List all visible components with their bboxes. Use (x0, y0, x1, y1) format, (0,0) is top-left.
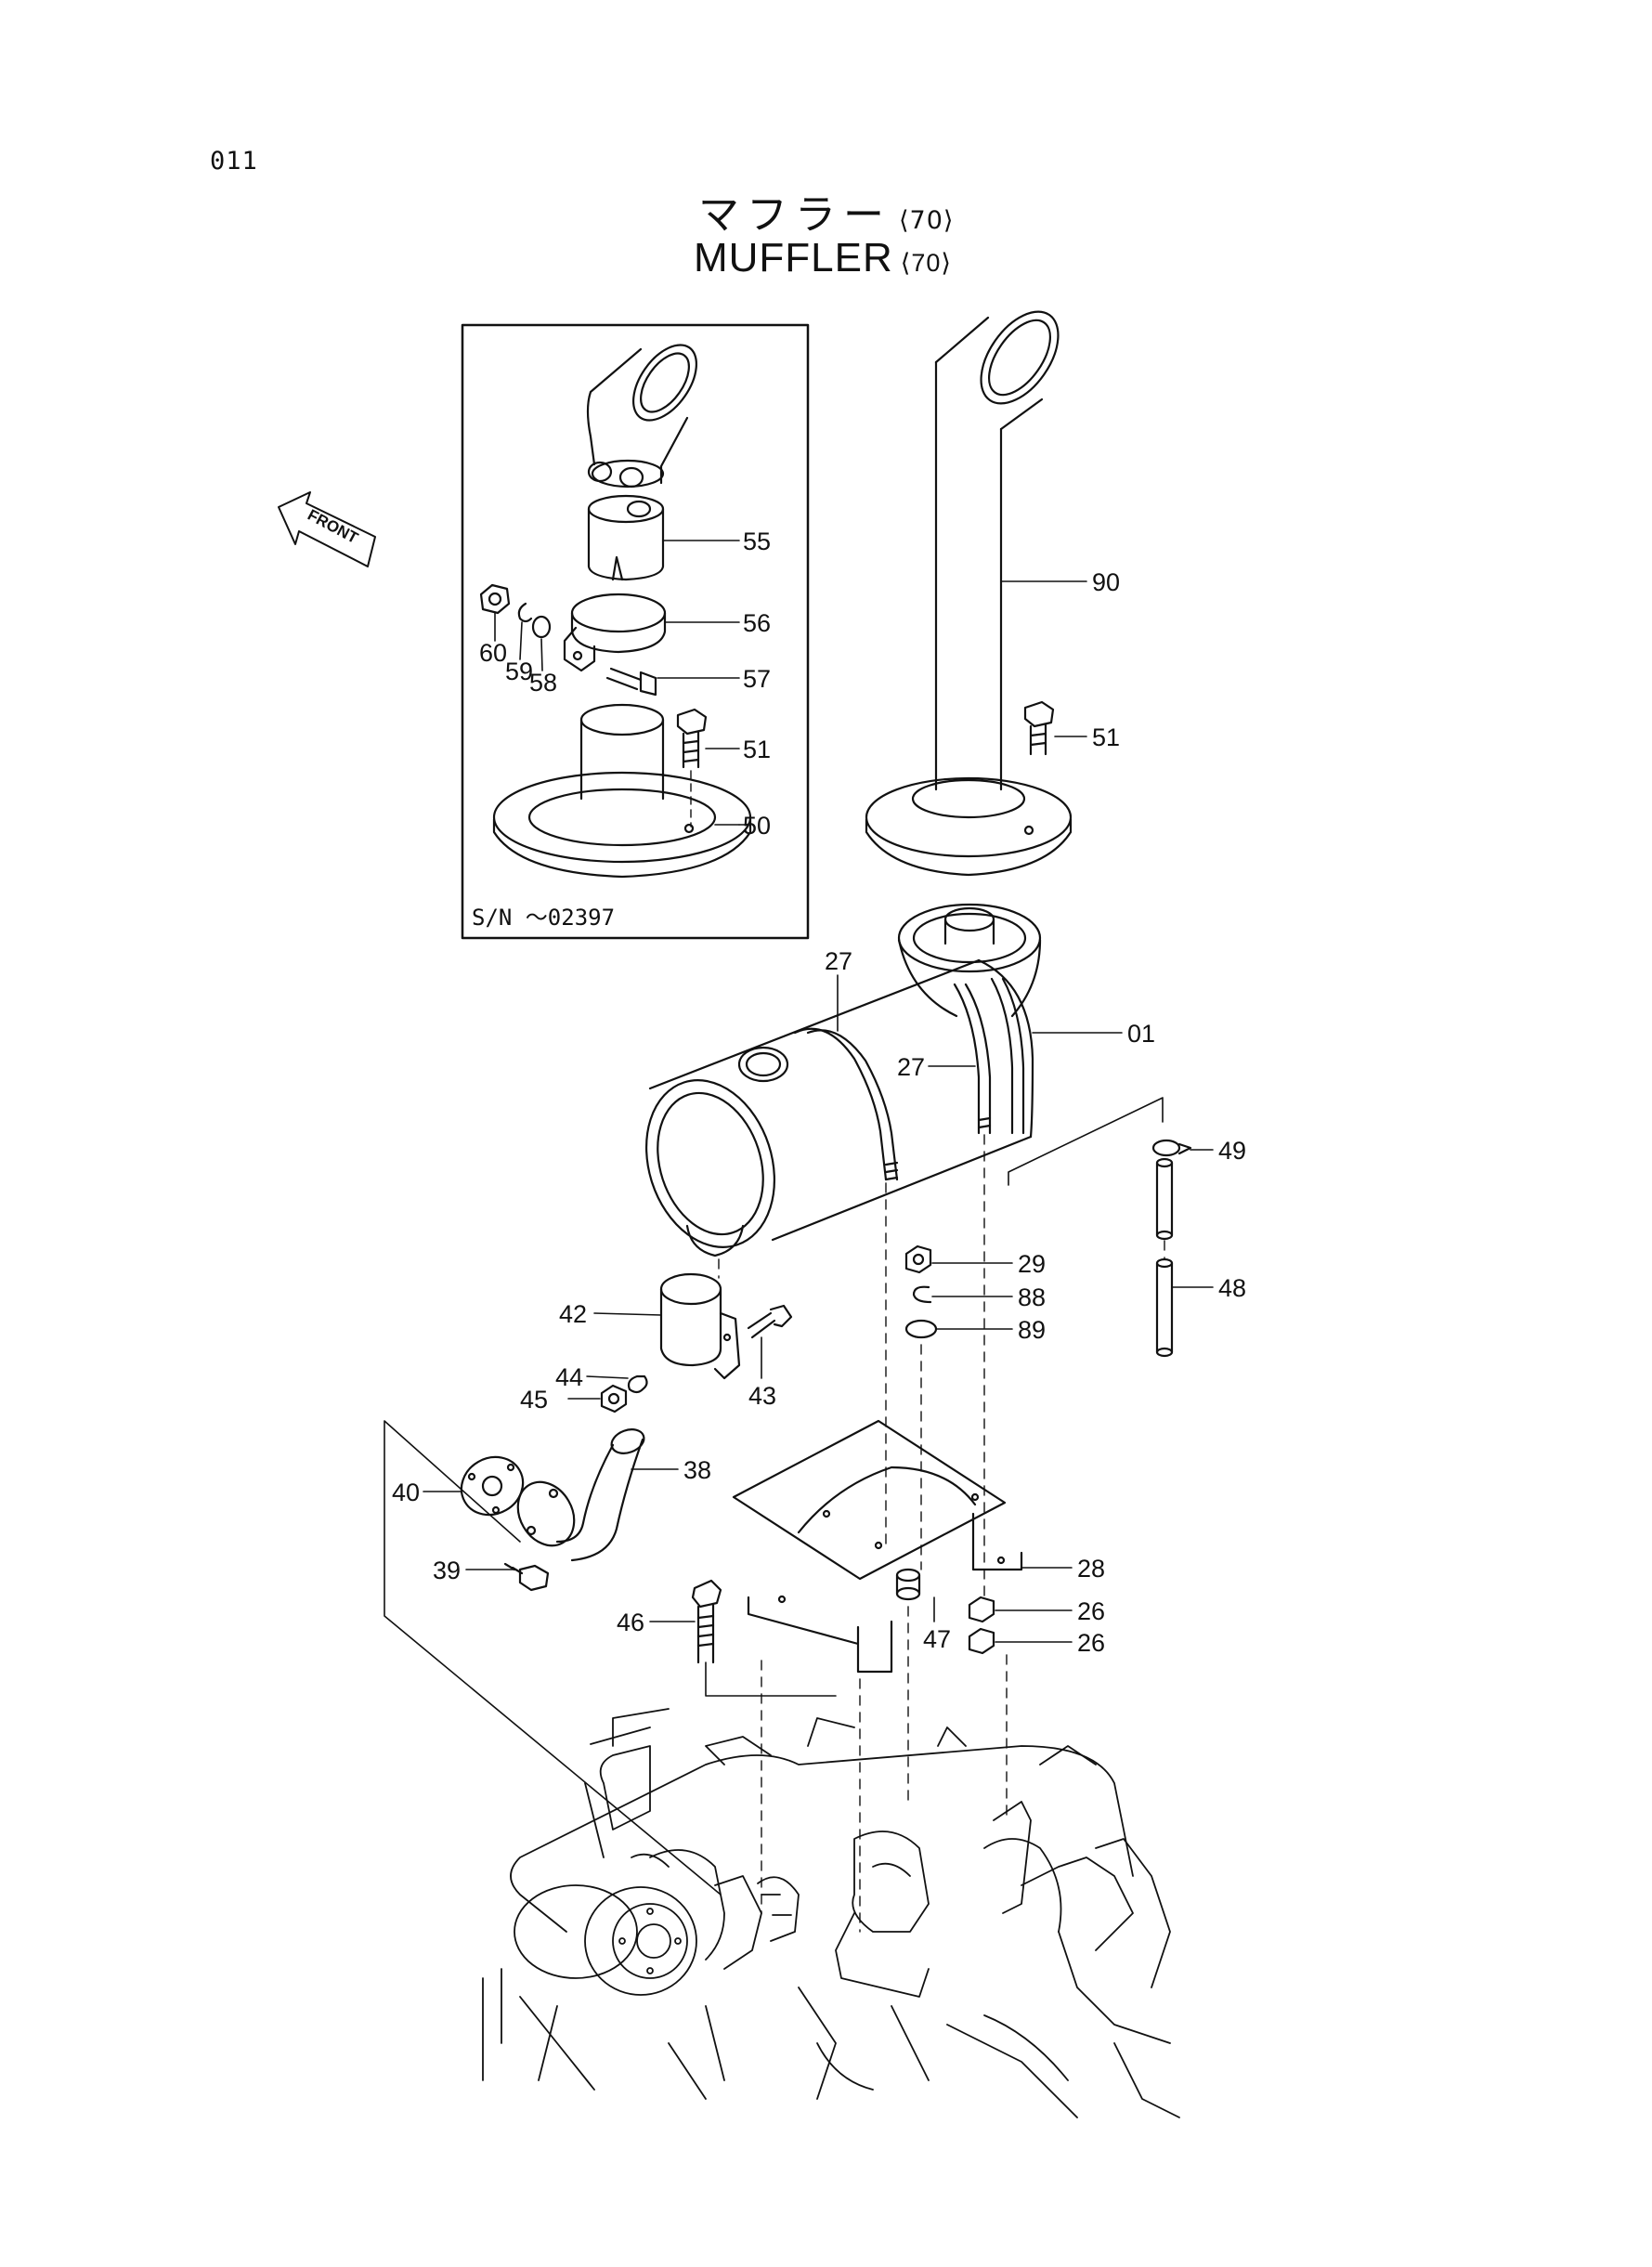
callout-58: 58 (529, 669, 557, 697)
part-48-hose-lower (1155, 1257, 1174, 1358)
part-56-clamp (563, 593, 667, 672)
part-45-nut (600, 1384, 628, 1414)
title-japanese-text: マフラー (698, 191, 891, 239)
callout-57: 57 (743, 665, 771, 693)
callout-26-upper: 26 (1077, 1597, 1105, 1625)
inset-elbow-pipe (586, 344, 698, 489)
part-88-lock-washer (912, 1285, 932, 1304)
title-english: MUFFLER⟨70⟩ (694, 235, 952, 281)
part-59-lock-washer (517, 602, 533, 623)
callout-28: 28 (1077, 1555, 1105, 1583)
part-28-bracket (732, 1419, 1023, 1674)
leader-49-frame (1008, 1097, 1164, 1186)
part-29-nut (904, 1244, 932, 1274)
callout-40: 40 (392, 1479, 420, 1506)
part-51-bolt-main (1023, 700, 1055, 756)
callout-56: 56 (743, 609, 771, 637)
part-50-flange-tube (492, 703, 752, 879)
callout-43: 43 (748, 1382, 776, 1410)
callout-90: 90 (1092, 568, 1120, 596)
callout-51-main: 51 (1092, 723, 1120, 751)
part-26-nut-upper (968, 1596, 995, 1623)
callout-50: 50 (743, 812, 771, 840)
part-39-bolt (503, 1562, 550, 1592)
callout-01: 01 (1127, 1020, 1155, 1048)
leader-42 (593, 1312, 662, 1316)
part-40-gasket (460, 1455, 525, 1517)
engine-block-sketch (482, 1708, 1180, 2118)
leader-46-frame (705, 1661, 837, 1697)
part-27-u-bolt-front (793, 1027, 899, 1181)
callout-60: 60 (479, 639, 507, 667)
part-51-bolt-inset (676, 708, 708, 769)
leader-58 (540, 638, 543, 671)
part-49-clamp (1151, 1139, 1192, 1157)
callout-39: 39 (433, 1557, 461, 1584)
callout-55: 55 (743, 528, 771, 555)
alignment-dash-lines (718, 1134, 1165, 1933)
part-01-muffler (644, 903, 1042, 1257)
part-27-u-bolt-rear (953, 977, 1025, 1135)
leader-59 (519, 621, 523, 660)
part-58-washer (531, 615, 552, 639)
inset-frame (461, 323, 810, 940)
callout-29: 29 (1018, 1250, 1046, 1278)
callout-45: 45 (520, 1386, 548, 1414)
part-26-nut-lower (968, 1627, 995, 1655)
title-english-code: ⟨70⟩ (900, 249, 952, 277)
title-english-text: MUFFLER (694, 235, 893, 280)
callout-44: 44 (555, 1363, 583, 1391)
callout-89: 89 (1018, 1316, 1046, 1344)
part-42-clamp-sleeve (659, 1272, 741, 1380)
callout-38: 38 (683, 1456, 711, 1484)
part-48-hose-upper (1155, 1157, 1174, 1241)
part-43-bolt (747, 1304, 793, 1339)
front-arrow-icon (278, 491, 376, 567)
part-60-nut (479, 583, 511, 615)
callout-51-inset: 51 (743, 736, 771, 763)
part-55-sleeve (587, 494, 665, 581)
callout-27-front: 27 (825, 947, 852, 975)
callout-48: 48 (1218, 1274, 1246, 1302)
title-japanese: マフラー ⟨70⟩ (698, 181, 954, 241)
callout-88: 88 (1018, 1283, 1046, 1311)
callout-26-lower: 26 (1077, 1629, 1105, 1657)
part-38-elbow-pipe (516, 1428, 645, 1562)
leader-44 (586, 1375, 629, 1379)
part-46-bolt (691, 1579, 722, 1664)
callout-59: 59 (505, 658, 533, 685)
part-57-bolt (605, 667, 657, 697)
page-number: 011 (210, 147, 258, 176)
title-japanese-code: ⟨70⟩ (899, 206, 955, 235)
part-44-washer (627, 1375, 648, 1394)
inset-serial-label: S/N ～02397 (472, 905, 615, 931)
front-label: FRONT (305, 506, 361, 548)
part-89-washer (904, 1319, 938, 1339)
callout-46: 46 (617, 1609, 644, 1636)
callout-42: 42 (559, 1300, 587, 1328)
left-assembly-frame (384, 1420, 722, 1896)
callout-47: 47 (923, 1625, 951, 1653)
part-47-spacer (895, 1568, 921, 1601)
callout-27-rear: 27 (897, 1053, 925, 1081)
callout-49: 49 (1218, 1137, 1246, 1165)
part-90-tail-pipe (865, 310, 1073, 877)
